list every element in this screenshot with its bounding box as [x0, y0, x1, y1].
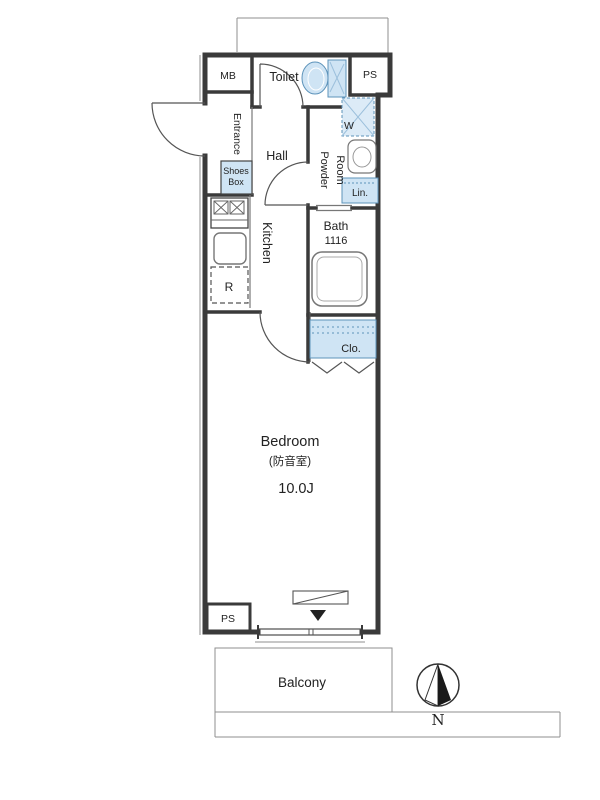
fixtures — [210, 59, 460, 707]
bath-door-line — [316, 204, 352, 212]
fridge-box — [210, 266, 249, 304]
bathtub-icon — [311, 251, 368, 307]
wall-bath-closet — [306, 313, 380, 364]
washer-pan-icon — [341, 97, 375, 137]
label-shoes-line2: Box — [228, 177, 244, 187]
label-toilet: Toilet — [269, 70, 299, 84]
toilet-seat — [307, 67, 325, 91]
top-outline — [236, 17, 389, 54]
label-kitchen: Kitchen — [260, 222, 274, 264]
compass-needle-black — [438, 664, 451, 706]
powder-door-arc — [264, 161, 309, 206]
bathtub-inner — [316, 256, 363, 302]
label-bath-size: 1116 — [325, 235, 348, 247]
bathtub-outer — [311, 251, 368, 307]
sliding-window-symbol — [292, 590, 349, 621]
sliding-window-diagonal — [292, 590, 349, 605]
ps-bottom-box — [205, 602, 252, 633]
stove-burner-right — [229, 200, 245, 215]
stove-icon — [210, 197, 249, 229]
balcony-outline — [214, 647, 393, 713]
label-bedroom: Bedroom — [261, 434, 320, 450]
label-hall: Hall — [266, 149, 288, 163]
sink-icon — [213, 232, 247, 265]
label-bedroom-note: (防音室) — [269, 454, 311, 468]
linen-shelf — [341, 177, 379, 204]
entrance-door-arc — [151, 102, 206, 157]
label-entrance: Entrance — [231, 113, 243, 155]
window-frame-caps — [257, 625, 363, 639]
toilet-tank-hatch — [329, 61, 345, 95]
label-ps-top: PS — [363, 69, 377, 81]
washbasin-icon — [347, 139, 377, 174]
label-mb: MB — [220, 70, 236, 82]
label-bedroom-area: 10.0J — [278, 481, 313, 497]
closet — [309, 319, 377, 374]
label-closet: Clo. — [341, 343, 361, 355]
wall-ps-top — [348, 53, 392, 97]
balcony-access-triangle — [310, 610, 326, 621]
interior-walls — [203, 53, 392, 633]
washbasin-counter — [347, 139, 377, 174]
bedroom-window — [257, 625, 363, 639]
labels: MB Toilet PS Entrance Shoes Box Hall W P… — [220, 69, 444, 729]
label-fridge: R — [225, 280, 234, 294]
label-powder-line1: Powder — [318, 151, 330, 189]
toilet-door-arc — [259, 63, 304, 108]
stove-burner-left — [213, 200, 229, 215]
toilet-icon — [301, 59, 347, 98]
label-powder-line2: Room — [334, 155, 346, 184]
lower-outline — [214, 711, 561, 738]
label-shoes-line1: Shoes — [223, 166, 249, 176]
shoes-box — [220, 160, 253, 195]
closet-bifold-doors — [311, 361, 375, 374]
label-balcony: Balcony — [278, 675, 326, 690]
toilet-bowl — [301, 61, 329, 95]
stove-burner-left-cross — [213, 200, 229, 215]
label-ps-bottom: PS — [221, 613, 235, 625]
label-bath: Bath — [324, 219, 349, 233]
window-glazing — [258, 628, 362, 636]
doors — [151, 63, 311, 363]
closet-dotted-lines — [312, 326, 374, 334]
compass-icon — [416, 663, 460, 707]
closet-box — [309, 319, 377, 359]
label-washer: W — [344, 120, 354, 132]
washbasin-bowl — [352, 146, 372, 168]
linen-box — [341, 177, 379, 204]
label-linen: Lin. — [352, 188, 368, 199]
exterior-thin-lines — [199, 17, 561, 738]
stove-burner-right-cross — [229, 200, 245, 215]
label-north: N — [431, 711, 444, 729]
washer-pan-hatch — [341, 97, 375, 137]
window-latch-ticks — [308, 629, 314, 635]
